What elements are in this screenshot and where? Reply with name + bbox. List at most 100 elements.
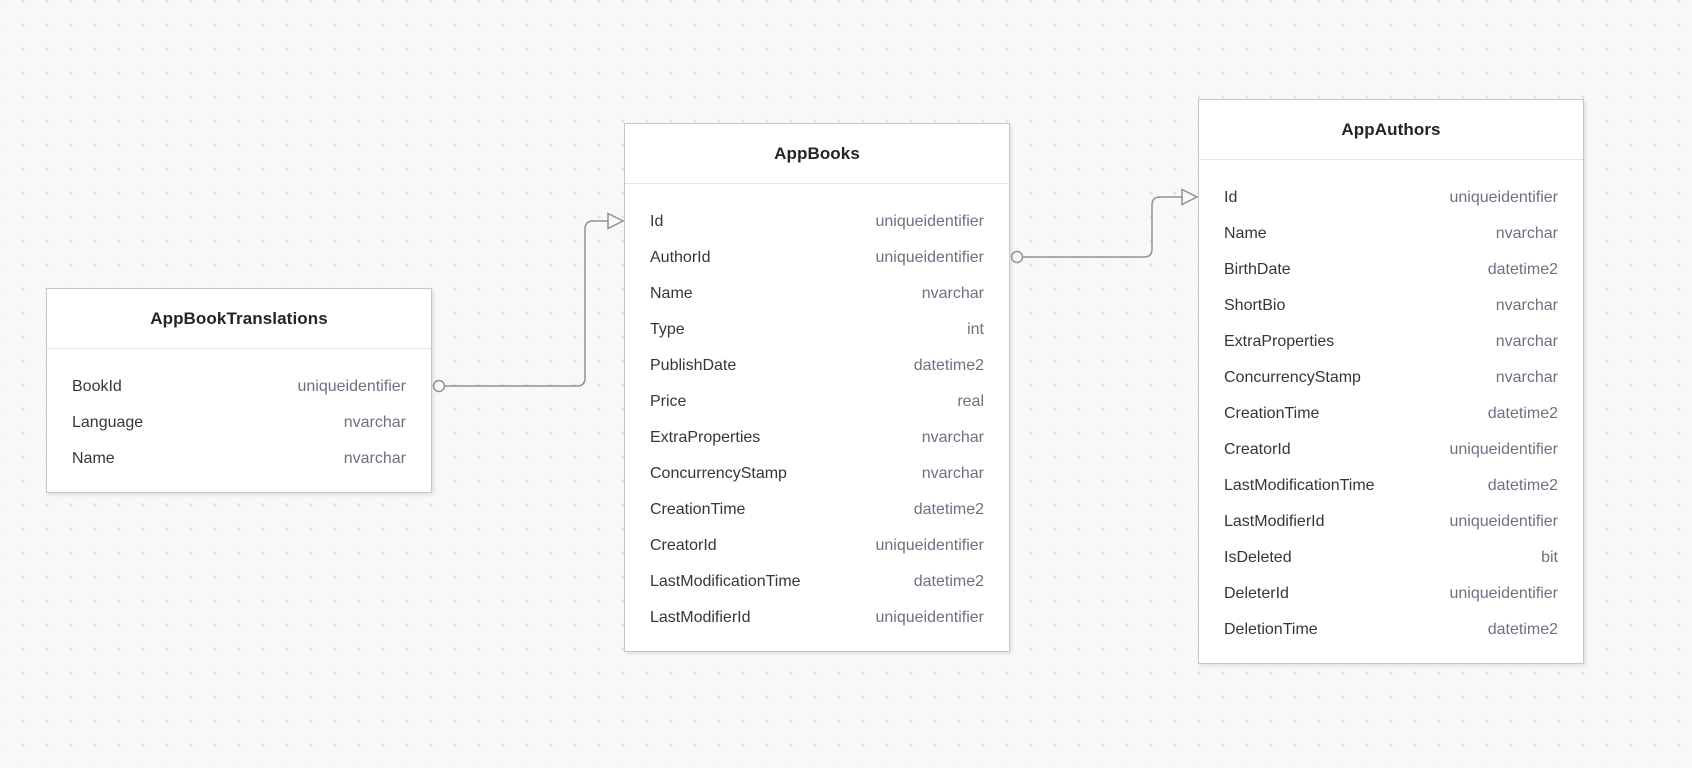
relationship-edge[interactable] [432, 212, 625, 393]
column-type: uniqueidentifier [1449, 189, 1558, 206]
column-row[interactable]: BookId uniqueidentifier [47, 369, 431, 405]
column-type: datetime2 [913, 573, 984, 590]
column-name: ConcurrencyStamp [650, 465, 787, 482]
column-row[interactable]: Name nvarchar [1199, 216, 1583, 252]
column-name: Id [650, 213, 664, 230]
column-row[interactable]: ConcurrencyStamp nvarchar [625, 456, 1009, 492]
column-row[interactable]: LastModifierId uniqueidentifier [625, 600, 1009, 636]
table-title: AppAuthors [1341, 119, 1441, 139]
column-row[interactable]: AuthorId uniqueidentifier [625, 240, 1009, 276]
column-row[interactable]: Id uniqueidentifier [1199, 180, 1583, 216]
column-row[interactable]: CreatorId uniqueidentifier [1199, 432, 1583, 468]
column-name: PublishDate [650, 357, 737, 374]
table-header[interactable]: AppBookTranslations [47, 289, 431, 349]
column-name: CreatorId [1224, 441, 1291, 458]
column-name: ExtraProperties [1224, 333, 1335, 350]
column-type: datetime2 [1487, 261, 1558, 278]
table-title: AppBooks [774, 143, 860, 163]
column-name: DeletionTime [1224, 621, 1318, 638]
column-type: nvarchar [921, 429, 984, 446]
edge-source-circle [1010, 250, 1024, 264]
column-type: nvarchar [921, 465, 984, 482]
column-type: uniqueidentifier [1449, 441, 1558, 458]
column-row[interactable]: Name nvarchar [625, 276, 1009, 312]
column-row[interactable]: BirthDate datetime2 [1199, 252, 1583, 288]
edge-arrowhead-icon [607, 212, 625, 230]
column-row[interactable]: ShortBio nvarchar [1199, 288, 1583, 324]
column-name: LastModifierId [650, 609, 751, 626]
column-type: datetime2 [1487, 405, 1558, 422]
table-header[interactable]: AppBooks [625, 124, 1009, 184]
column-row[interactable]: Price real [625, 384, 1009, 420]
edge-line [1022, 196, 1182, 258]
column-type: uniqueidentifier [297, 378, 406, 395]
column-name: BookId [72, 378, 122, 395]
column-type: nvarchar [1495, 333, 1558, 350]
column-type: uniqueidentifier [1449, 513, 1558, 530]
edge-arrowhead-icon [1181, 188, 1199, 206]
edge-source-circle [432, 379, 446, 393]
column-name: AuthorId [650, 249, 711, 266]
column-type: int [967, 321, 984, 338]
column-type: uniqueidentifier [875, 609, 984, 626]
column-name: IsDeleted [1224, 549, 1292, 566]
column-name: LastModificationTime [1224, 477, 1375, 494]
column-name: Price [650, 393, 687, 410]
column-name: ConcurrencyStamp [1224, 369, 1361, 386]
column-row[interactable]: DeleterId uniqueidentifier [1199, 576, 1583, 612]
column-name: Name [72, 450, 115, 467]
column-row[interactable]: ExtraProperties nvarchar [1199, 324, 1583, 360]
table-header[interactable]: AppAuthors [1199, 100, 1583, 160]
column-row[interactable]: CreationTime datetime2 [1199, 396, 1583, 432]
column-row[interactable]: Name nvarchar [47, 441, 431, 477]
column-row[interactable]: Id uniqueidentifier [625, 204, 1009, 240]
column-name: BirthDate [1224, 261, 1291, 278]
column-name: ExtraProperties [650, 429, 761, 446]
column-row[interactable]: LastModifierId uniqueidentifier [1199, 504, 1583, 540]
column-type: uniqueidentifier [1449, 585, 1558, 602]
column-type: nvarchar [921, 285, 984, 302]
column-name: ShortBio [1224, 297, 1286, 314]
column-row[interactable]: CreatorId uniqueidentifier [625, 528, 1009, 564]
column-type: nvarchar [1495, 369, 1558, 386]
column-row[interactable]: PublishDate datetime2 [625, 348, 1009, 384]
column-type: datetime2 [1487, 477, 1558, 494]
column-name: DeleterId [1224, 585, 1289, 602]
column-name: CreationTime [1224, 405, 1320, 422]
column-type: datetime2 [913, 357, 984, 374]
column-type: datetime2 [913, 501, 984, 518]
edge-line [444, 220, 608, 387]
column-name: Name [1224, 225, 1267, 242]
column-row[interactable]: IsDeleted bit [1199, 540, 1583, 576]
column-name: LastModificationTime [650, 573, 801, 590]
column-row[interactable]: LastModificationTime datetime2 [625, 564, 1009, 600]
column-row[interactable]: ExtraProperties nvarchar [625, 420, 1009, 456]
column-type: nvarchar [1495, 225, 1558, 242]
column-row[interactable]: LastModificationTime datetime2 [1199, 468, 1583, 504]
column-name: Id [1224, 189, 1238, 206]
table-title: AppBookTranslations [150, 308, 328, 328]
column-name: CreatorId [650, 537, 717, 554]
column-type: nvarchar [1495, 297, 1558, 314]
column-type: datetime2 [1487, 621, 1558, 638]
column-type: bit [1541, 549, 1558, 566]
relationship-edge[interactable] [1010, 188, 1199, 264]
column-type: real [957, 393, 984, 410]
column-row[interactable]: DeletionTime datetime2 [1199, 612, 1583, 648]
column-type: uniqueidentifier [875, 213, 984, 230]
column-type: uniqueidentifier [875, 537, 984, 554]
column-type: nvarchar [343, 450, 406, 467]
column-row[interactable]: ConcurrencyStamp nvarchar [1199, 360, 1583, 396]
column-name: LastModifierId [1224, 513, 1325, 530]
column-name: Name [650, 285, 693, 302]
column-type: uniqueidentifier [875, 249, 984, 266]
